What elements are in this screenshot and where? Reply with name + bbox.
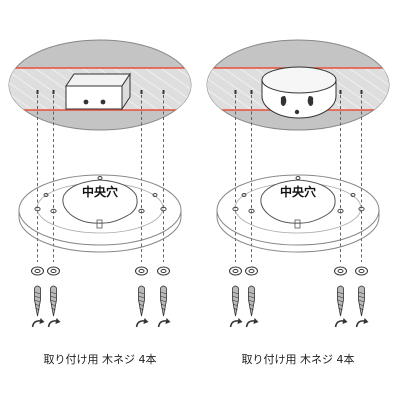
wood-screws bbox=[31, 266, 171, 328]
wood-screw bbox=[229, 266, 243, 328]
dashed-guides bbox=[235, 95, 362, 262]
rotate-arrow-icon bbox=[245, 320, 255, 328]
ceiling-screw-marks bbox=[234, 90, 363, 94]
wood-screw bbox=[135, 266, 149, 328]
rotate-arrow-icon bbox=[334, 320, 344, 328]
wood-screw bbox=[355, 266, 369, 328]
rotate-arrow-icon bbox=[31, 320, 41, 328]
rotate-arrow-icon bbox=[355, 320, 365, 328]
rotate-arrow-icon bbox=[47, 320, 57, 328]
ceiling-screw-marks bbox=[36, 90, 165, 94]
panel-left: 中央穴 bbox=[8, 39, 192, 328]
center-hole-label: 中央穴 bbox=[82, 184, 118, 199]
caption-left: 取り付け用 木ネジ 4本 bbox=[43, 353, 157, 366]
caption-right: 取り付け用 木ネジ 4本 bbox=[241, 353, 355, 366]
rotate-arrow-icon bbox=[135, 320, 145, 328]
wood-screw bbox=[334, 266, 348, 328]
panel-right: 中央穴 bbox=[206, 39, 390, 328]
wood-screw bbox=[245, 266, 259, 328]
mounting-plate bbox=[216, 174, 380, 253]
dashed-guides bbox=[37, 95, 164, 262]
wood-screws bbox=[229, 266, 369, 328]
rotate-arrow-icon bbox=[157, 320, 167, 328]
round-ceiling-box bbox=[261, 66, 337, 119]
center-hole-label: 中央穴 bbox=[280, 184, 316, 199]
mounting-plate bbox=[18, 174, 182, 253]
rotate-arrow-icon bbox=[229, 320, 239, 328]
wood-screw bbox=[157, 266, 171, 328]
wood-screw bbox=[47, 266, 61, 328]
wood-screw bbox=[31, 266, 45, 328]
square-junction-box bbox=[65, 72, 131, 111]
